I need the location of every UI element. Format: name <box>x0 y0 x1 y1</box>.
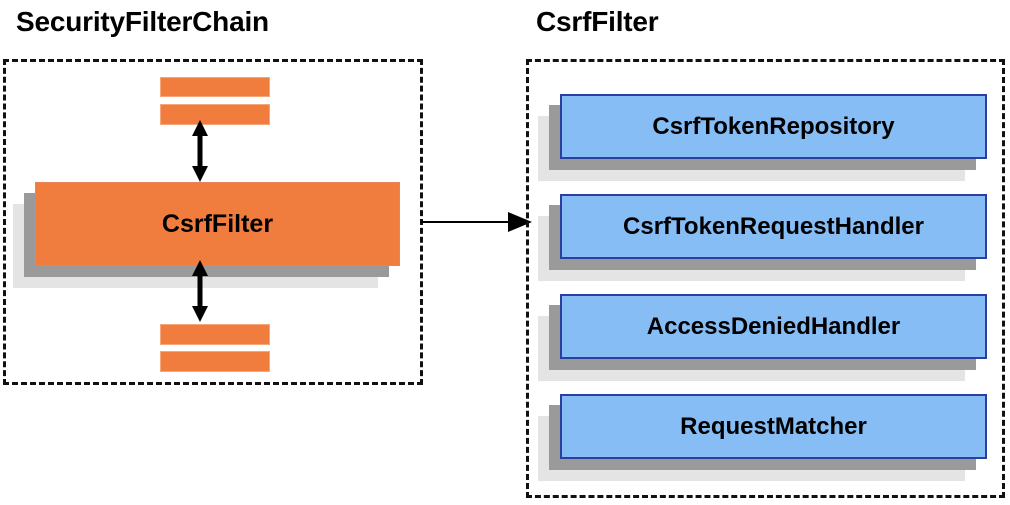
csrffilter-expansion-arrow-icon <box>420 212 532 232</box>
component-face: CsrfTokenRepository <box>560 94 987 159</box>
double-arrow-down-icon <box>192 260 208 322</box>
component-csrftokenrepository[interactable]: CsrfTokenRepository <box>538 94 987 181</box>
component-label: AccessDeniedHandler <box>646 312 901 340</box>
filter-bar-bottom-2 <box>160 351 270 372</box>
component-face: CsrfTokenRequestHandler <box>560 194 987 259</box>
component-label: CsrfTokenRepository <box>652 112 895 140</box>
csrffilter-component-face: CsrfFilter <box>35 182 400 266</box>
csrffilter-container <box>526 59 1005 498</box>
component-csrftokenrequesthandler[interactable]: CsrfTokenRequestHandler <box>538 194 987 281</box>
component-label: CsrfTokenRequestHandler <box>623 212 924 240</box>
component-accessdeniedhandler[interactable]: AccessDeniedHandler <box>538 294 987 381</box>
filter-bar-bottom-1 <box>160 324 270 345</box>
filter-bar-top-1 <box>160 77 270 97</box>
filter-bar-top-2 <box>160 104 270 125</box>
component-face: AccessDeniedHandler <box>560 294 987 359</box>
double-arrow-up-icon <box>192 120 208 182</box>
page-title-csrffilter: CsrfFilter <box>536 6 659 37</box>
component-requestmatcher[interactable]: RequestMatcher <box>538 394 987 481</box>
csrffilter-component-label: CsrfFilter <box>161 209 274 238</box>
csrffilter-component[interactable]: CsrfFilter <box>13 182 400 288</box>
page-title-securityfilterchain: SecurityFilterChain <box>16 6 269 37</box>
component-label: RequestMatcher <box>680 412 867 440</box>
component-face: RequestMatcher <box>560 394 987 459</box>
